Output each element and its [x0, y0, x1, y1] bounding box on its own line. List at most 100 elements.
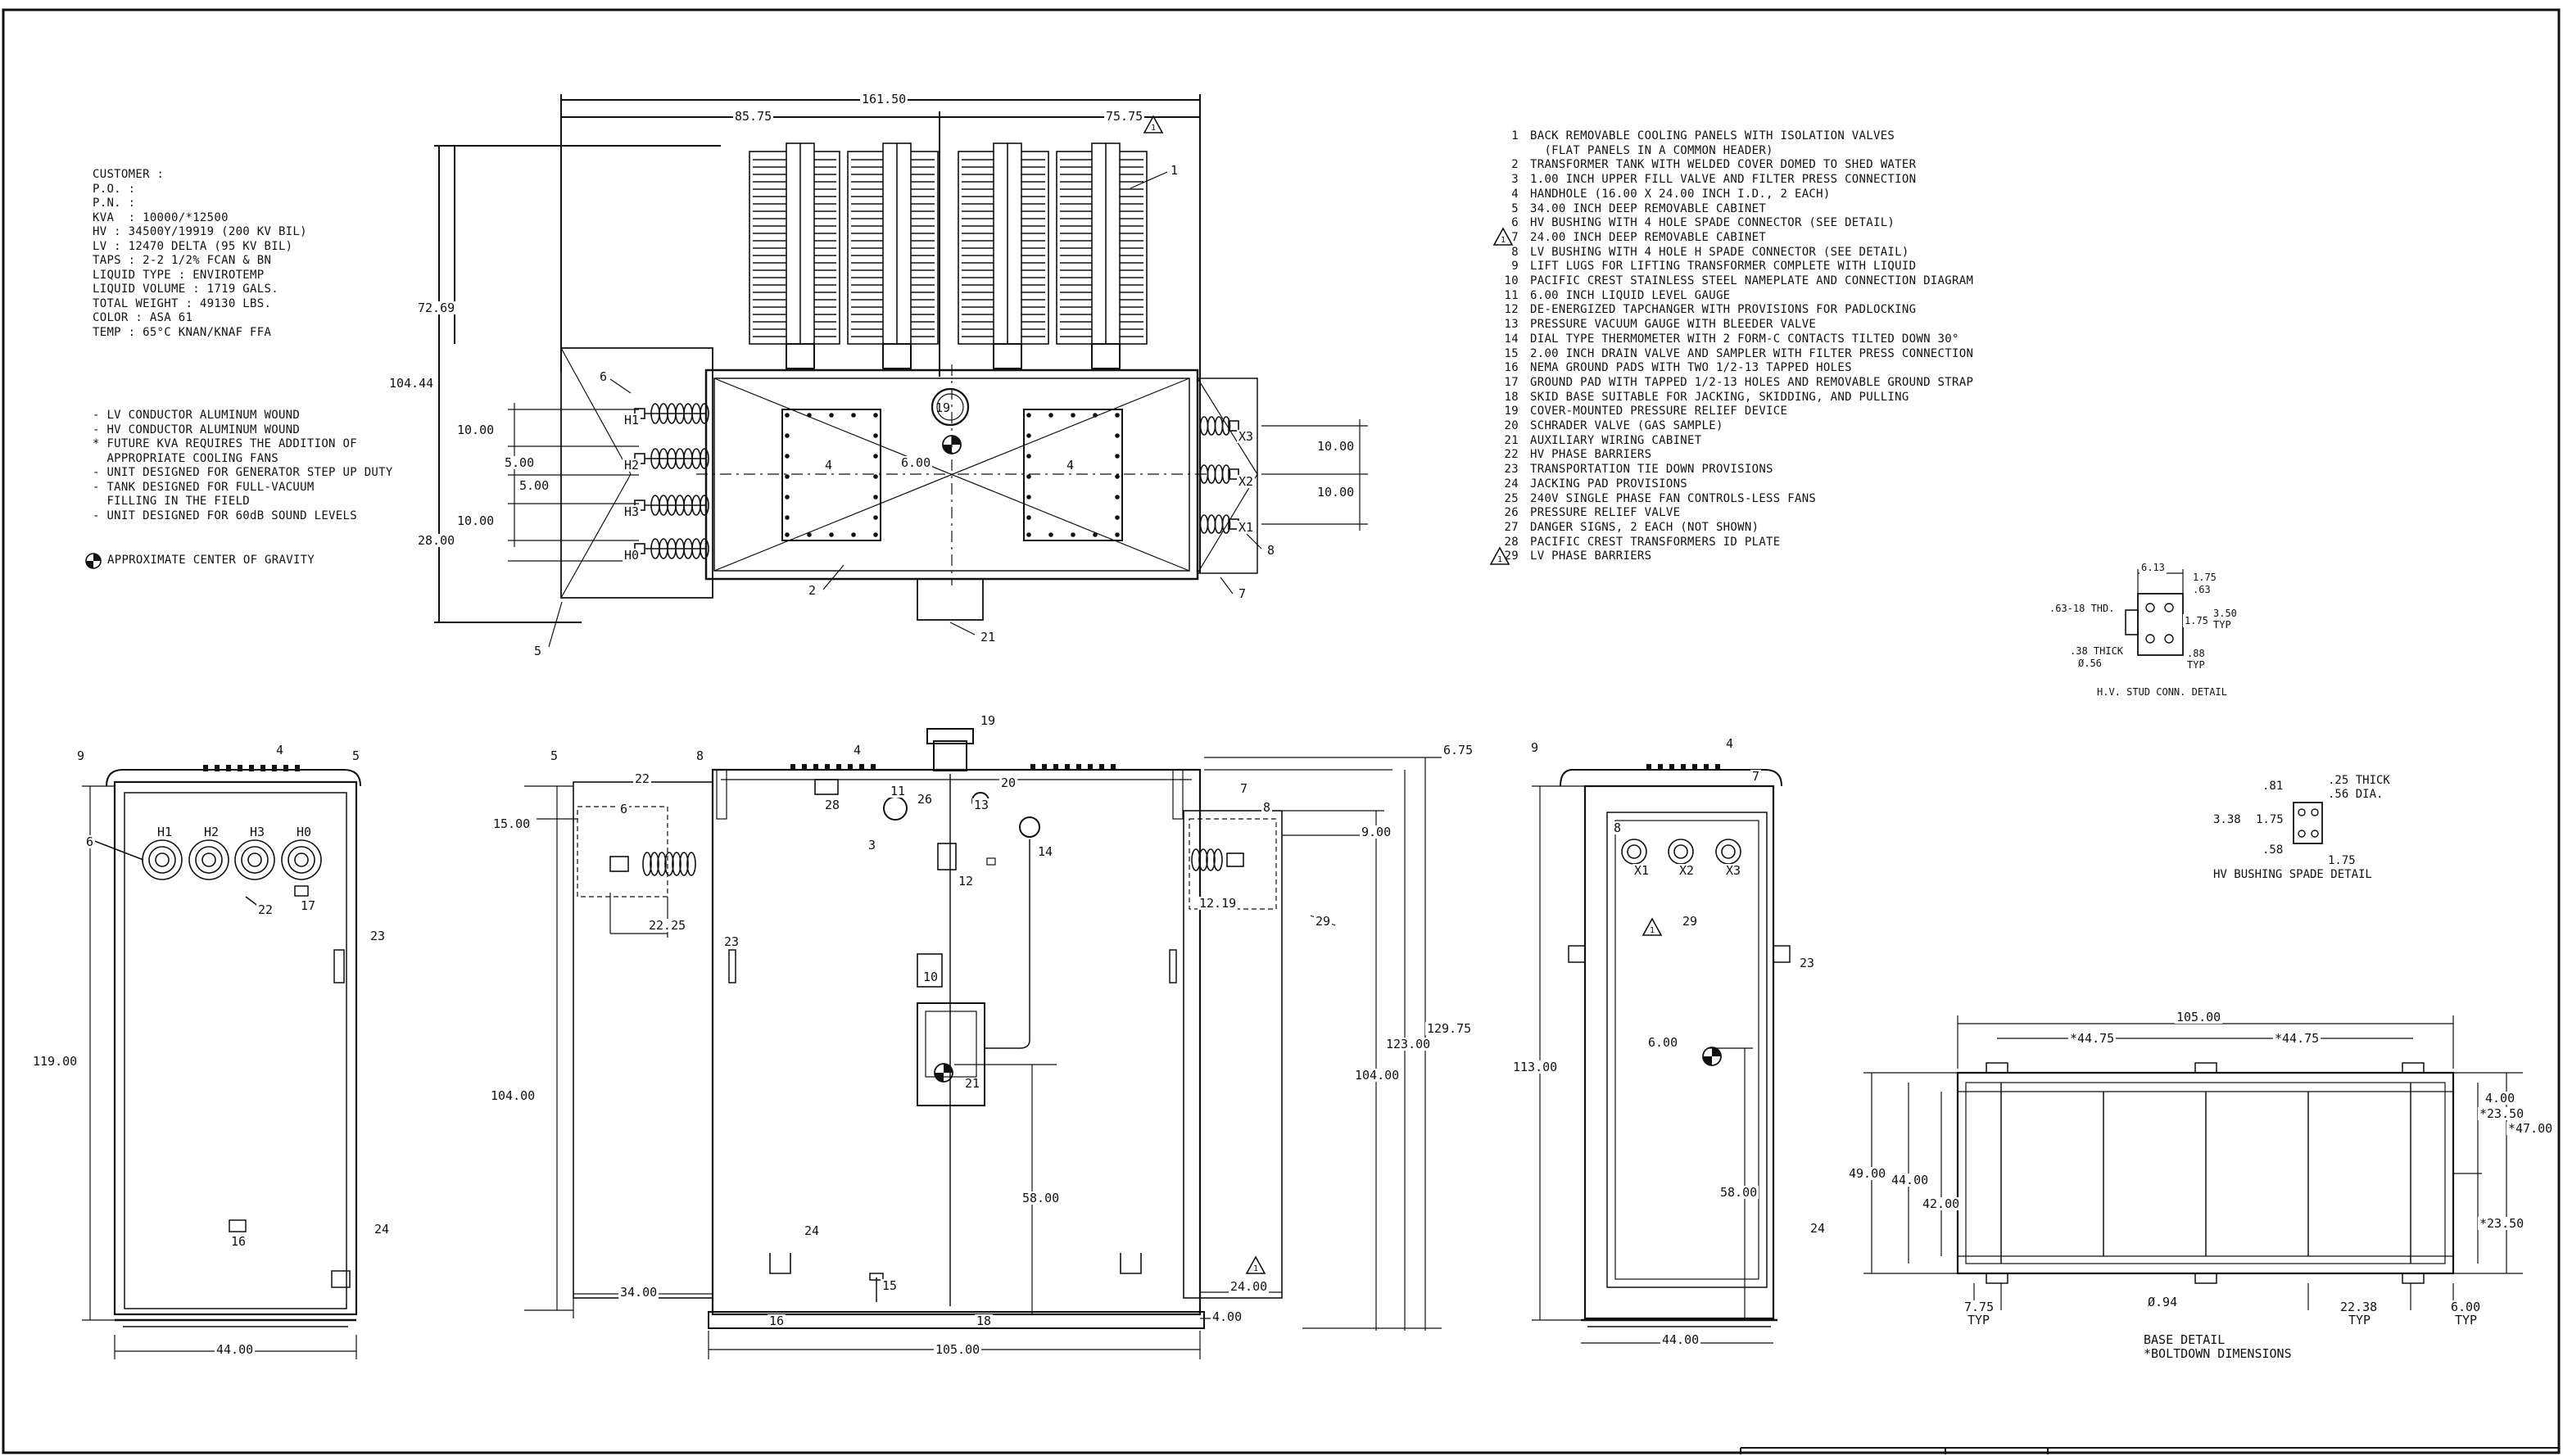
parts-list-text: SCHRADER VALVE (GAS SAMPLE) [1530, 419, 1723, 433]
front-callout-18: 18 [975, 1314, 994, 1328]
hv-side-callout-23: 23 [369, 929, 387, 943]
parts-list-number: 8 [1511, 245, 1519, 259]
callout-5: 5 [532, 644, 544, 658]
parts-list: 1 BACK REMOVABLE COOLING PANELS WITH ISOL… [1483, 129, 1973, 564]
parts-list-text: 6.00 INCH LIQUID LEVEL GAUGE [1530, 288, 1731, 302]
prv-label: 19 [935, 400, 951, 415]
hv-side-callout-5: 5 [351, 748, 362, 763]
front-callout-24: 24 [803, 1223, 822, 1238]
spec-line: COLOR : ASA 61 [93, 311, 193, 324]
hv-label-h3: H3 [623, 504, 641, 519]
revision-triangle-icon: 1 [1492, 227, 1514, 246]
callout-7: 7 [1237, 586, 1248, 601]
base-dim-b: *44.75 [2273, 1031, 2321, 1046]
lv-side-callout-4: 4 [1724, 736, 1736, 751]
front-callout-13: 13 [972, 798, 991, 812]
front-callout-16: 16 [768, 1314, 786, 1328]
spade-detail-title: HV BUSHING SPADE DETAIL [2212, 868, 2374, 881]
front-dim-cab-b: 22.25 [647, 918, 688, 933]
parts-list-number: 25 [1504, 491, 1519, 505]
hv-side-label-h0: H0 [295, 825, 314, 839]
lv-label-x2: X2 [1237, 474, 1256, 489]
stud-label-2: .63 [2191, 583, 2212, 596]
parts-list-number: 27 [1504, 520, 1519, 534]
hv-side-dim-height: 119.00 [31, 1054, 79, 1069]
front-dim-h4: 129.75 [1425, 1021, 1474, 1036]
spade-label-6: 1.75 [2326, 854, 2357, 867]
parts-list-number: 10 [1504, 274, 1519, 288]
parts-list-number: 17 [1504, 375, 1519, 389]
parts-list-text: BACK REMOVABLE COOLING PANELS WITH ISOLA… [1530, 129, 1895, 142]
svg-text:1: 1 [1650, 926, 1655, 935]
spec-lines: CUSTOMER :P.O. :P.N. :KVA : 10000/*12500… [93, 168, 393, 340]
spade-label-0: .81 [2261, 780, 2285, 793]
spec-line: TOTAL WEIGHT : 49130 LBS. [93, 296, 272, 310]
parts-list-text: GROUND PAD WITH TAPPED 1/2-13 HOLES AND … [1530, 375, 1974, 389]
parts-list-text: 24.00 INCH DEEP REMOVABLE CABINET [1530, 230, 1767, 244]
lv-side-dim-58: 58.00 [1718, 1185, 1759, 1200]
spade-label-2: .56 DIA. [2326, 788, 2385, 801]
parts-list-text: 1.00 INCH UPPER FILL VALVE AND FILTER PR… [1530, 173, 1917, 187]
stud-label-5: 3.50 [2212, 607, 2239, 620]
parts-list-number: 6 [1511, 216, 1519, 230]
dim-height-a: 72.69 [416, 301, 457, 315]
spec-line: LIQUID TYPE : ENVIROTEMP [93, 268, 265, 282]
base-dim-h3: 42.00 [1921, 1196, 1962, 1211]
front-dim-base: 105.00 [934, 1342, 982, 1357]
base-dim-b3: 6.00 [2449, 1300, 2483, 1314]
handhole-label-right: 4 [1065, 458, 1076, 473]
base-dim-overall: 105.00 [2175, 1010, 2223, 1024]
revision-triangle-icon: 1 [1489, 546, 1510, 565]
front-callout-23: 23 [722, 934, 741, 949]
parts-list-text: (FLAT PANELS IN A COMMON HEADER) [1530, 143, 1773, 157]
front-dim-h3: 123.00 [1384, 1037, 1433, 1051]
front-callout-8b: 8 [1261, 800, 1273, 815]
front-dim-58: 58.00 [1021, 1191, 1062, 1205]
base-detail-title: BASE DETAIL [2142, 1332, 2227, 1347]
front-dim-cab-depth: 34.00 [618, 1285, 659, 1300]
parts-list-number: 13 [1504, 318, 1519, 332]
parts-list-number: 11 [1504, 288, 1519, 302]
hv-side-callout-16: 16 [229, 1234, 248, 1249]
spec-note: * FUTURE KVA REQUIRES THE ADDITION OF [93, 437, 357, 450]
spec-line: LIQUID VOLUME : 1719 GALS. [93, 283, 278, 296]
parts-list-number: 23 [1504, 463, 1519, 477]
front-callout-4: 4 [852, 743, 863, 757]
parts-list-number: 9 [1511, 260, 1519, 274]
parts-list-number: 1 [1511, 129, 1519, 142]
spec-note: - LV CONDUCTOR ALUMINUM WOUND [93, 409, 301, 422]
parts-list-text: 34.00 INCH DEEP REMOVABLE CABINET [1530, 201, 1767, 215]
parts-list-text: JACKING PAD PROVISIONS [1530, 477, 1688, 491]
parts-list-text: 2.00 INCH DRAIN VALVE AND SAMPLER WITH F… [1530, 346, 1974, 360]
lv-side-dim-height: 113.00 [1511, 1060, 1560, 1074]
parts-list-text: TRANSFORMER TANK WITH WELDED COVER DOMED… [1530, 158, 1917, 172]
spec-line: P.O. : [93, 182, 136, 196]
parts-list-number: 20 [1504, 419, 1519, 433]
front-dim-lv-depth: 24.00 [1229, 1279, 1270, 1294]
lv-label-x3: X3 [1237, 429, 1256, 444]
spec-note: APPROPRIATE COOLING FANS [93, 451, 278, 465]
hv-side-callout-24: 24 [373, 1222, 392, 1237]
dim-overall-width: 161.50 [860, 92, 908, 106]
parts-list-number: 4 [1511, 187, 1519, 201]
front-callout-21: 21 [965, 1076, 980, 1091]
parts-list-text: PACIFIC CREST STAINLESS STEEL NAMEPLATE … [1530, 274, 1974, 288]
parts-list-text: PRESSURE RELIEF VALVE [1530, 506, 1681, 520]
front-dim-lv-a: 9.00 [1360, 825, 1393, 839]
dim-hv-pitch-2: 10.00 [455, 513, 496, 528]
dim-lv-1: 10.00 [1315, 439, 1356, 454]
hv-side-label-h3: H3 [248, 825, 267, 839]
lv-side-label-x1: X1 [1632, 863, 1651, 878]
lv-side-callout-23: 23 [1798, 956, 1817, 970]
parts-list-text: 240V SINGLE PHASE FAN CONTROLS-LESS FANS [1530, 491, 1817, 505]
front-dim-lv-b: 12.19 [1198, 896, 1238, 911]
dim-hv-off-2: 5.00 [518, 478, 551, 493]
base-dim-b3-typ: TYP [2453, 1313, 2479, 1327]
spade-label-3: 3.38 [2212, 813, 2243, 826]
